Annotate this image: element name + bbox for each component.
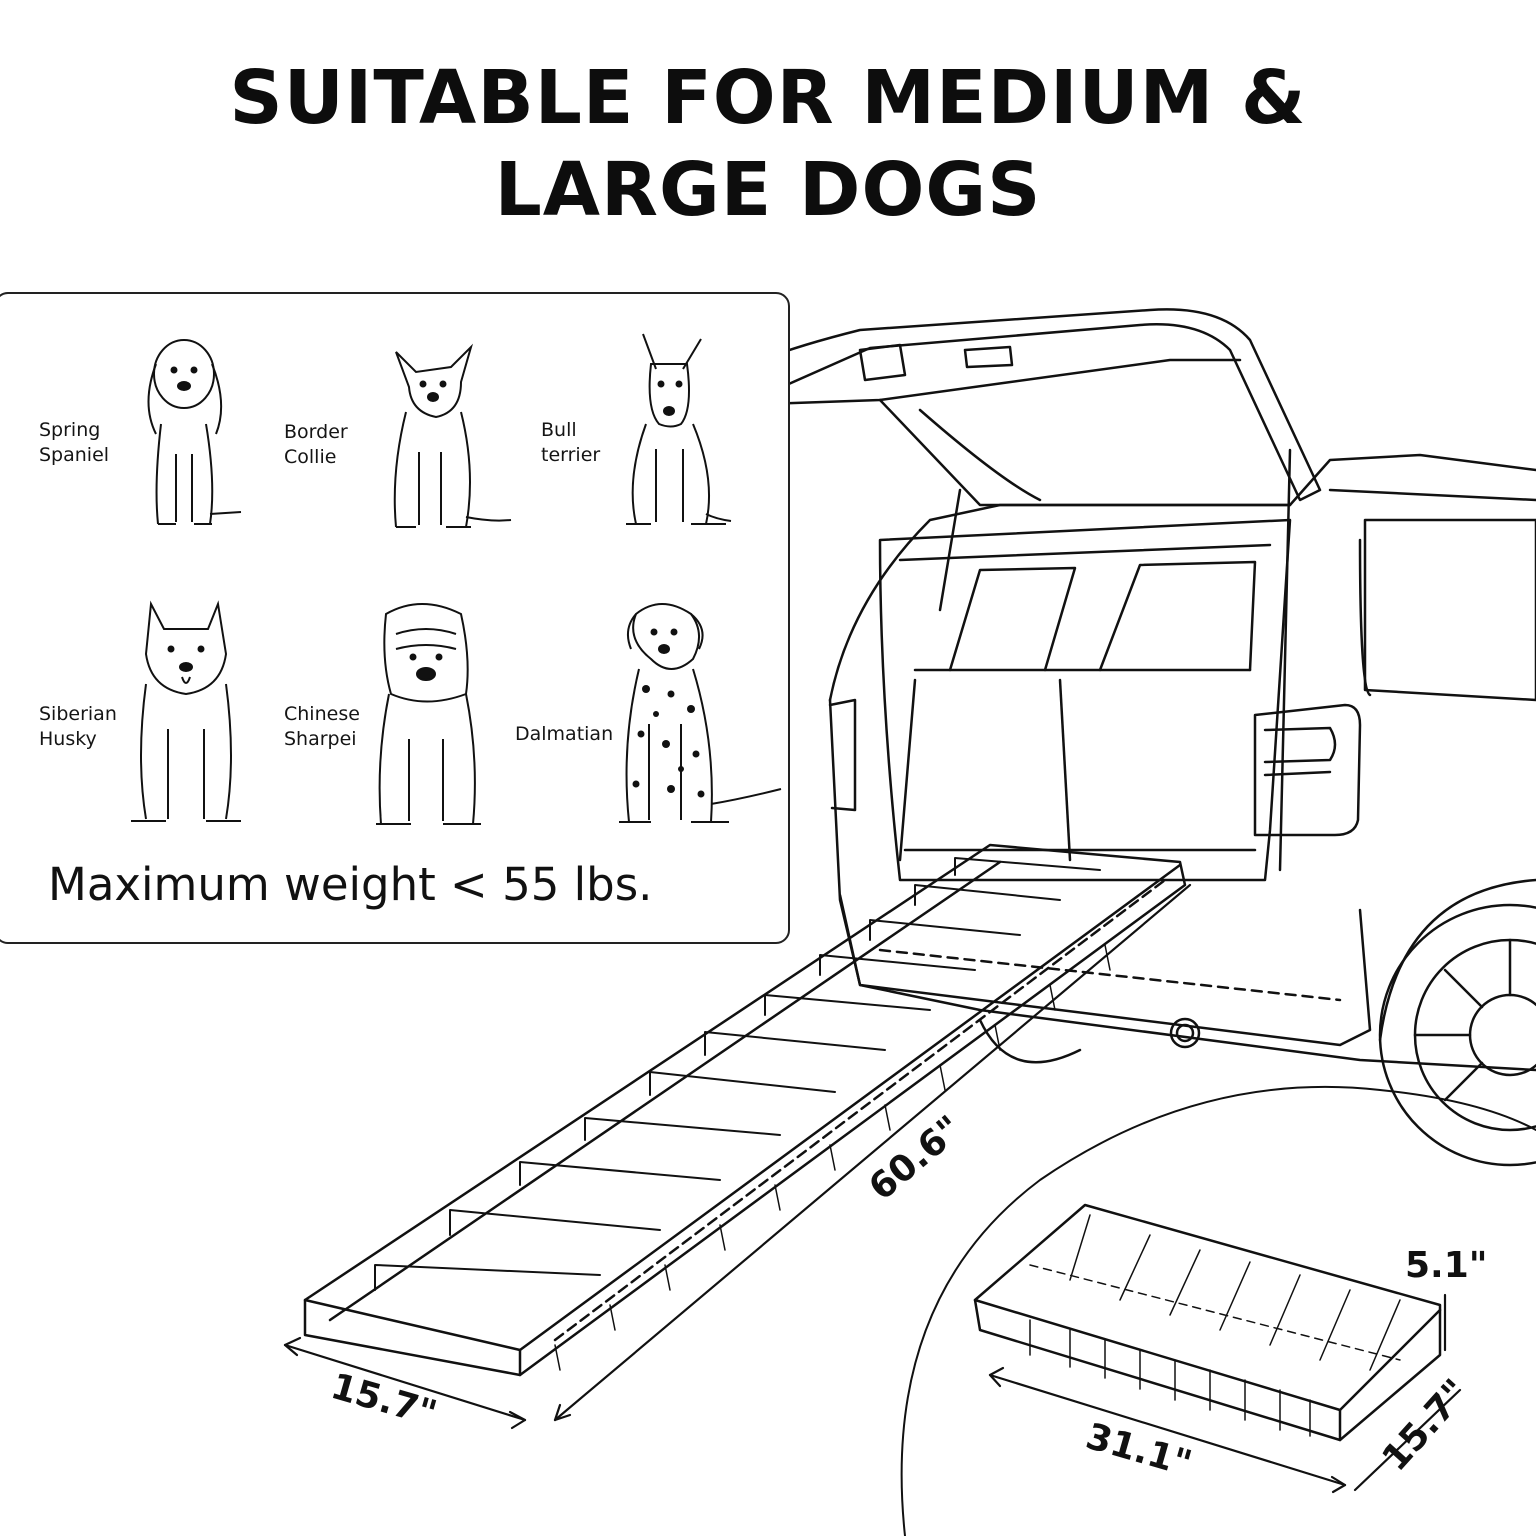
chinese-sharpei-icon — [376, 603, 481, 825]
ramp-illustration — [303, 843, 1187, 1377]
breed-label-line: Spring — [39, 419, 101, 441]
ramp-dimension-arrows — [283, 883, 1192, 1430]
breed-label-spring-spaniel: Spring Spaniel — [39, 418, 159, 468]
headline-line-2: LARGE DOGS — [494, 147, 1042, 233]
open-tailgate — [703, 308, 1322, 872]
breed-label-bull-terrier: Bull terrier — [541, 418, 661, 468]
breed-label-line: Spaniel — [39, 444, 110, 466]
breed-label-border-collie: Border Collie — [284, 420, 404, 470]
headline-line-1: SUITABLE FOR MEDIUM & — [229, 55, 1307, 141]
breed-label-line: Husky — [39, 728, 97, 750]
breed-label-line: terrier — [541, 444, 601, 466]
breed-label-line: Chinese — [284, 703, 360, 725]
breed-label-dalmatian: Dalmatian — [515, 722, 635, 747]
dalmatian-icon — [619, 603, 782, 823]
spring-spaniel-icon — [147, 339, 242, 525]
folded-ramp-illustration — [973, 1203, 1442, 1442]
border-collie-icon — [393, 343, 512, 528]
breed-label-chinese-sharpei: Chinese Sharpei — [284, 702, 404, 752]
breed-label-line: Dalmatian — [515, 723, 614, 745]
breed-label-siberian-husky: Siberian Husky — [39, 702, 159, 752]
suv-illustration — [828, 453, 1536, 1167]
breed-label-line: Collie — [284, 446, 337, 468]
breed-label-line: Border — [284, 421, 348, 443]
folded-height-label: 5.1" — [1405, 1245, 1488, 1286]
breed-label-line: Siberian — [39, 703, 117, 725]
headline: SUITABLE FOR MEDIUM & LARGE DOGS — [0, 52, 1536, 236]
folded-callout-circle — [900, 1085, 1536, 1536]
folded-dimension-arrows — [988, 1293, 1462, 1494]
breed-label-line: Bull — [541, 419, 577, 441]
siberian-husky-icon — [131, 600, 241, 822]
breed-label-line: Sharpei — [284, 728, 357, 750]
max-weight-note: Maximum weight < 55 lbs. — [48, 858, 653, 911]
bull-terrier-icon — [626, 333, 732, 525]
breed-panel: Spring Spaniel Border Collie Bull terrie… — [0, 292, 790, 944]
